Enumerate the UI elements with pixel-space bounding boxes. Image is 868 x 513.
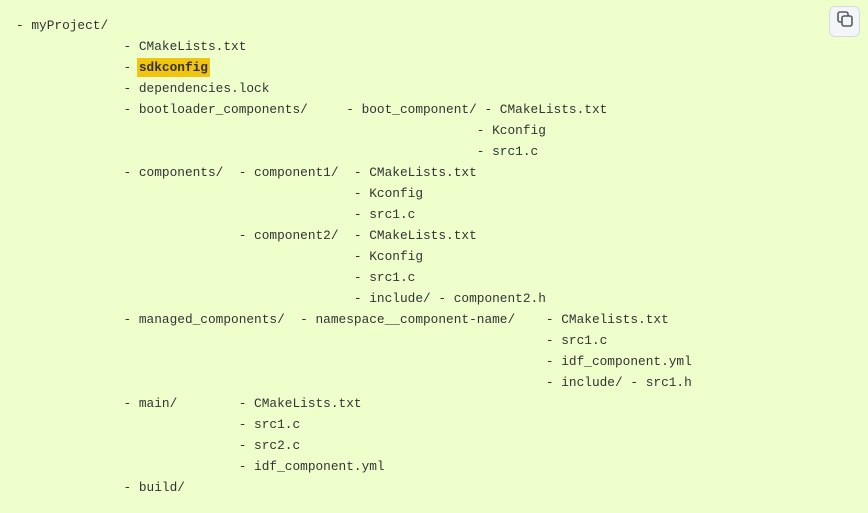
code-line: - component2/ - CMakeLists.txt xyxy=(16,228,477,243)
code-line: - include/ - src1.h xyxy=(16,375,692,390)
code-line: - src1.c xyxy=(16,333,608,348)
code-block: - myProject/ - CMakeLists.txt - sdkconfi… xyxy=(16,15,692,498)
code-line: - Kconfig xyxy=(16,249,424,264)
code-line: - include/ - component2.h xyxy=(16,291,546,306)
code-line: - myProject/ xyxy=(16,18,109,33)
code-line: - idf_component.yml xyxy=(16,354,692,369)
code-line: - managed_components/ - namespace__compo… xyxy=(16,312,669,327)
highlighted-sdkconfig: sdkconfig xyxy=(136,58,210,77)
code-line-prefix: - xyxy=(16,60,139,75)
code-line: - build/ xyxy=(16,480,185,495)
code-line: - sdkconfig xyxy=(16,57,692,78)
code-line: - Kconfig xyxy=(16,186,424,201)
code-line: - idf_component.yml xyxy=(16,459,385,474)
code-line: - dependencies.lock xyxy=(16,81,270,96)
copy-icon xyxy=(836,10,854,33)
code-line: - src1.c xyxy=(16,207,416,222)
code-line: - CMakeLists.txt xyxy=(16,39,247,54)
code-line: - src1.c xyxy=(16,144,539,159)
code-line: - components/ - component1/ - CMakeLists… xyxy=(16,165,477,180)
code-line: - main/ - CMakeLists.txt xyxy=(16,396,362,411)
code-line: - Kconfig xyxy=(16,123,546,138)
code-line: - bootloader_components/ - boot_componen… xyxy=(16,102,608,117)
code-line: - src2.c xyxy=(16,438,301,453)
code-line: - src1.c xyxy=(16,417,301,432)
copy-button[interactable] xyxy=(829,6,860,37)
code-line: - src1.c xyxy=(16,270,416,285)
